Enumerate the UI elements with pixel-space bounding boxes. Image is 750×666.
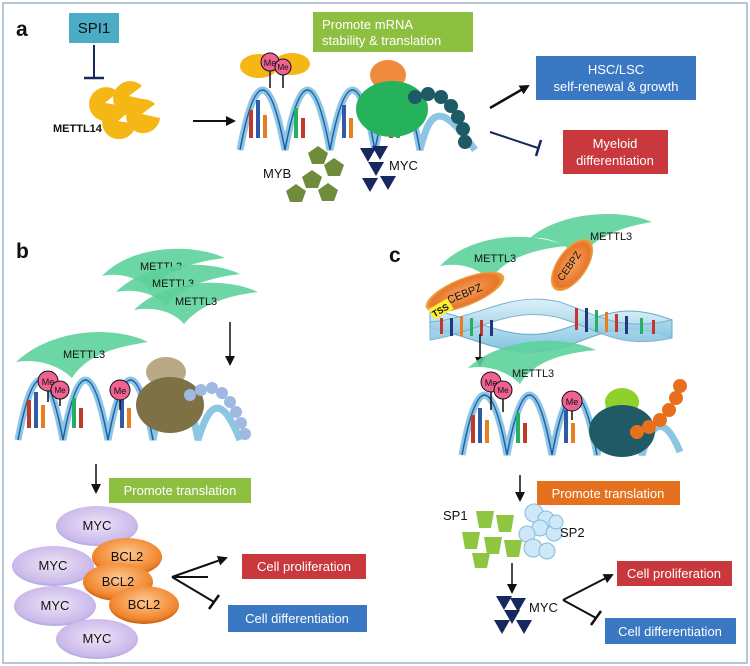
me-label-b2: Me [54, 386, 66, 395]
myb-label: MYB [263, 166, 291, 181]
myc-label-c: MYC [529, 600, 558, 615]
me-label-c2: Me [497, 386, 509, 395]
mettl3-protein-icon-2 [116, 264, 240, 306]
spi1-box [69, 13, 119, 43]
bcl2-label-b2: BCL2 [102, 574, 135, 589]
me-label-b1: Me [42, 377, 55, 387]
hsc-box [536, 56, 696, 100]
mettl3-protein-icon-c2 [530, 214, 652, 258]
cell-proliferation-label-c: Cell proliferation [627, 566, 721, 581]
mettl14-label: METTL14 [53, 123, 103, 135]
cell-differentiation-box-c [605, 618, 736, 644]
promote-stability-box [313, 12, 473, 52]
myc-bcl2-cluster: MYC MYC MYC MYC BCL2 BCL2 BCL2 [12, 506, 179, 659]
promote-translation-label-b: Promote translation [124, 483, 237, 498]
mettl3-label-c1: METTL3 [474, 253, 516, 265]
spi1-label: SPI1 [78, 20, 111, 37]
myeloid-box [563, 130, 668, 174]
peptide-chain-icon-b [184, 382, 251, 440]
tss-marker [428, 298, 454, 320]
mettl3-bound-icon-b [16, 331, 148, 378]
myeloid-line2: differentiation [576, 153, 654, 168]
panel-b-label: b [16, 240, 29, 263]
cell-proliferation-box-c [617, 561, 732, 586]
mettl3-bound-icon-c [468, 340, 596, 384]
promote-translation-label-c: Promote translation [552, 486, 665, 501]
me-label-c3: Me [566, 397, 579, 407]
cell-differentiation-box-b [228, 605, 367, 632]
m6a-mark-icon-c2 [493, 380, 513, 412]
panel-c: c METTL3 METTL3 CEBPZ CEBPZ [389, 214, 736, 644]
myc-label-a: MYC [389, 158, 418, 173]
peptide-chain-icon [408, 87, 472, 149]
promote-translation-box-c [537, 481, 680, 505]
mettl3-protein-icon-c1 [440, 236, 566, 280]
cell-differentiation-label-c: Cell differentiation [618, 624, 722, 639]
myc-protein-b3 [14, 586, 96, 626]
sp1-protein-icon [462, 511, 522, 568]
myc-protein-b2 [12, 546, 94, 586]
myc-protein-icon-c [494, 596, 532, 634]
cell-proliferation-label-b: Cell proliferation [257, 559, 351, 574]
myc-label-b3: MYC [41, 598, 70, 613]
hsc-arrow [489, 84, 530, 110]
me-label-a1: Me [264, 58, 277, 68]
me-label-c1: Me [485, 378, 498, 388]
sp2-protein-icon [518, 503, 564, 560]
mettl3-protein-icon-3 [134, 282, 258, 324]
panel-a-label: a [16, 18, 28, 41]
peptide-chain-icon-c [630, 379, 687, 439]
myc-protein-b1 [56, 506, 138, 546]
outcome-branch-c [562, 574, 614, 626]
ribosome-large-subunit-icon-b [136, 377, 204, 433]
m6a-mark-icon-b2 [50, 380, 70, 406]
promote-stability-line1: Promote mRNA [322, 17, 413, 32]
myb-protein-icon [286, 146, 344, 202]
myc-label-b1: MYC [83, 518, 112, 533]
sp2-label: SP2 [560, 525, 585, 540]
mettl3-label-b4: METTL3 [63, 349, 105, 361]
mettl3-label-b3: METTL3 [175, 296, 217, 308]
me-label-b3: Me [114, 386, 127, 396]
m6a-mark-icon-2 [274, 58, 292, 88]
mettl3-label-c3: METTL3 [512, 368, 554, 380]
myeloid-line1: Myeloid [593, 136, 638, 151]
me-label-a2: Me [277, 63, 289, 72]
hsc-line1: HSC/LSC [588, 62, 644, 77]
bcl2-protein-b3 [109, 586, 179, 624]
sp1-label: SP1 [443, 508, 468, 523]
panel-a: a SPI1 METTL14 Promote mRNA stability & … [16, 12, 696, 202]
bcl2-label-b3: BCL2 [128, 597, 161, 612]
promote-stability-line2: stability & translation [322, 33, 441, 48]
ribosome-large-subunit-icon-c [589, 405, 655, 457]
promote-translation-box-b [109, 478, 251, 503]
myeloid-inhibition-arrow [489, 131, 543, 157]
myc-label-b2: MYC [39, 558, 68, 573]
m6a-mark-icon-b3 [109, 379, 131, 410]
cell-differentiation-label-b: Cell differentiation [245, 611, 349, 626]
hsc-line2: self-renewal & growth [554, 79, 679, 94]
ribosome-large-subunit-icon [356, 81, 428, 137]
cell-proliferation-box-b [242, 554, 366, 579]
m6a-mark-icon-c3 [561, 390, 583, 420]
spi1-inhibition-arrow [84, 45, 104, 80]
mettl14-protein-icon [89, 81, 160, 140]
myc-label-b4: MYC [83, 631, 112, 646]
bcl2-label-b1: BCL2 [111, 549, 144, 564]
myc-protein-b4 [56, 619, 138, 659]
panel-b: b METTL3 METTL3 METTL3 METTL3 Me [12, 240, 367, 659]
mettl3-label-c2: METTL3 [590, 231, 632, 243]
outcome-branch-b [171, 555, 228, 610]
panel-c-label: c [389, 244, 401, 267]
cebpz-protein-icon-c2 [550, 238, 594, 292]
myc-protein-icon-a [360, 146, 396, 192]
